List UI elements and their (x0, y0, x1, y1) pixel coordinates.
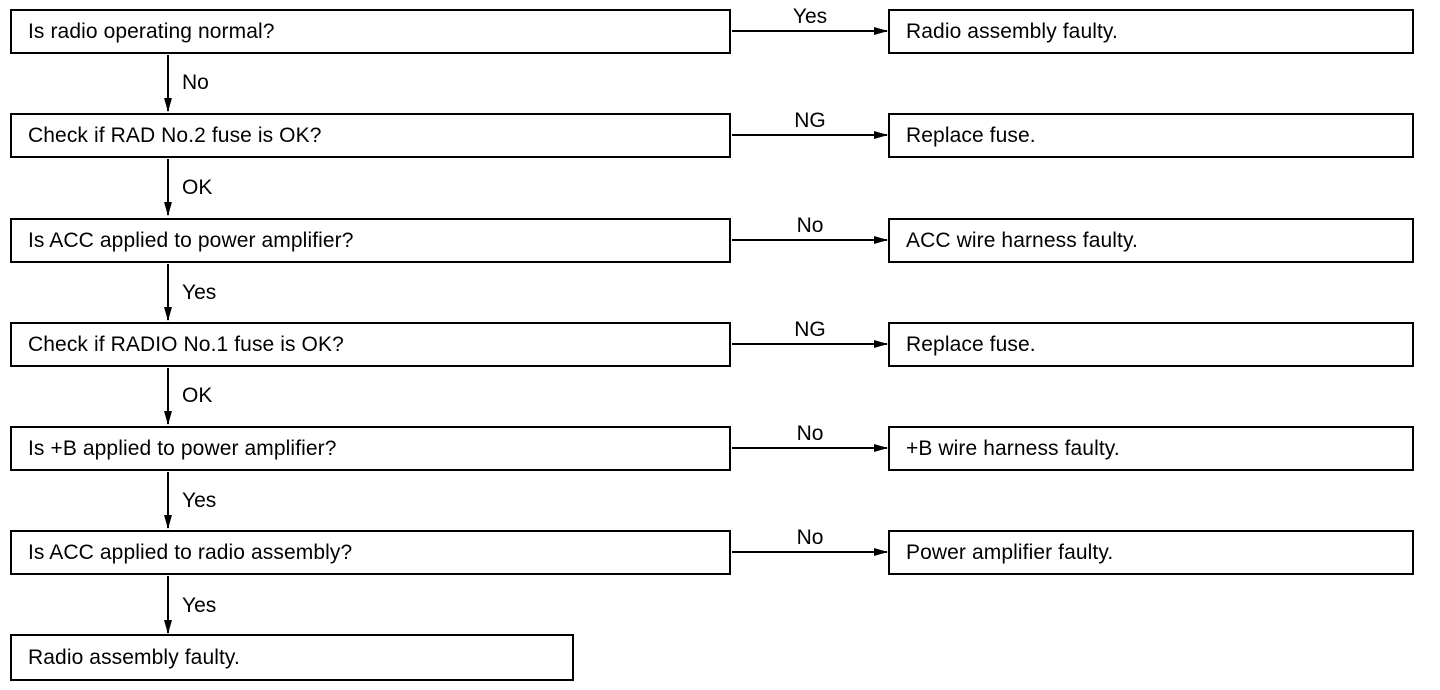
result-text: ACC wire harness faulty. (906, 228, 1138, 252)
next-label-6: Yes (182, 594, 217, 617)
question-text: Is ACC applied to radio assembly? (28, 540, 353, 564)
result-text: Replace fuse. (906, 332, 1036, 356)
result-box-2: Replace fuse. (888, 113, 1414, 158)
result-text: Replace fuse. (906, 123, 1036, 147)
question-text: Is +B applied to power amplifier? (28, 436, 337, 460)
question-box-4: Check if RADIO No.1 fuse is OK? (10, 322, 731, 367)
result-box-6: Power amplifier faulty. (888, 530, 1414, 575)
question-text: Is radio operating normal? (28, 19, 275, 43)
result-text: Radio assembly faulty. (906, 19, 1118, 43)
branch-label-1: Yes (792, 5, 828, 28)
result-box-4: Replace fuse. (888, 322, 1414, 367)
branch-label-6: No (796, 526, 824, 549)
branch-label-2: NG (794, 109, 826, 132)
question-box-3: Is ACC applied to power amplifier? (10, 218, 731, 263)
branch-label-3: No (796, 214, 824, 237)
result-text: Power amplifier faulty. (906, 540, 1114, 564)
result-box-3: ACC wire harness faulty. (888, 218, 1414, 263)
next-label-4: OK (182, 384, 213, 407)
result-box-5: +B wire harness faulty. (888, 426, 1414, 471)
next-label-1: No (182, 71, 209, 94)
final-result-text: Radio assembly faulty. (28, 645, 240, 669)
result-box-1: Radio assembly faulty. (888, 9, 1414, 54)
question-box-1: Is radio operating normal? (10, 9, 731, 54)
final-result-box: Radio assembly faulty. (10, 634, 574, 681)
question-box-6: Is ACC applied to radio assembly? (10, 530, 731, 575)
question-box-2: Check if RAD No.2 fuse is OK? (10, 113, 731, 158)
question-box-5: Is +B applied to power amplifier? (10, 426, 731, 471)
branch-label-4: NG (794, 318, 826, 341)
result-text: +B wire harness faulty. (906, 436, 1120, 460)
next-label-3: Yes (182, 281, 217, 304)
question-text: Check if RADIO No.1 fuse is OK? (28, 332, 344, 356)
branch-label-5: No (796, 422, 824, 445)
question-text: Check if RAD No.2 fuse is OK? (28, 123, 322, 147)
next-label-2: OK (182, 176, 213, 199)
next-label-5: Yes (182, 489, 217, 512)
question-text: Is ACC applied to power amplifier? (28, 228, 354, 252)
